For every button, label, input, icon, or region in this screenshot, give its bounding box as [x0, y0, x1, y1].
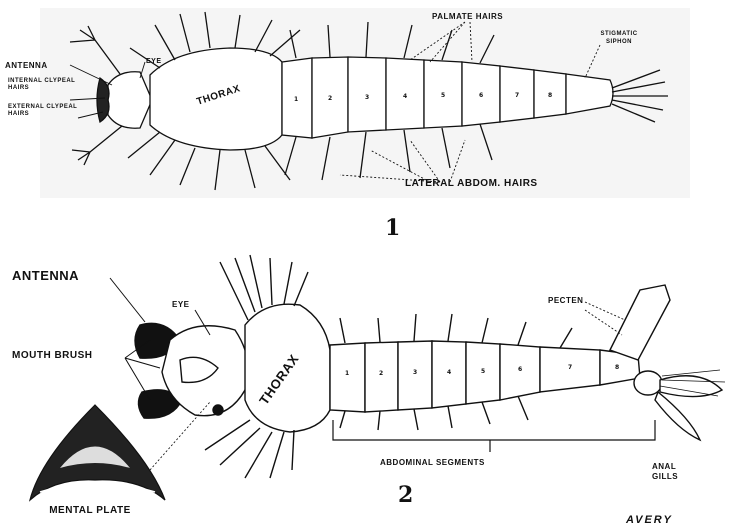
fig2-seg-8: 8: [615, 364, 620, 371]
fig1-seg-2: 2: [328, 95, 333, 102]
fig1-seg-5: 5: [441, 92, 446, 99]
fig1-internal-clypeal-label: INTERNAL CLYPEAL HAIRS: [8, 78, 88, 92]
fig2-mouth-brush-label: MOUTH BRUSH: [12, 350, 93, 361]
fig1-eye-label: EYE: [146, 58, 162, 65]
fig2-seg-6: 6: [518, 366, 523, 373]
fig1-stigmatic-siphon-label: STIGMATIC SIPHON: [590, 30, 648, 46]
fig1-seg-7: 7: [515, 92, 520, 99]
fig2-seg-3: 3: [413, 369, 418, 376]
fig2-eye-label: EYE: [172, 300, 190, 309]
fig2-siphon: [610, 285, 670, 360]
fig1-external-clypeal-label: EXTERNAL CLYPEAL HAIRS: [8, 104, 88, 118]
mental-plate: [30, 405, 165, 500]
fig2-seg-5: 5: [481, 368, 486, 375]
figure2-number: 2: [398, 482, 414, 508]
figure1-number: 1: [385, 215, 401, 241]
fig2-antenna-label: ANTENNA: [12, 268, 79, 283]
fig1-seg-4: 4: [403, 93, 408, 100]
fig1-antenna-label: ANTENNA: [5, 61, 48, 70]
fig2-seg-7: 7: [568, 364, 573, 371]
fig1-seg-6: 6: [479, 92, 484, 99]
fig2-anal-gills-label: ANAL GILLS: [652, 462, 692, 482]
fig1-clypeal-brush: [97, 78, 109, 122]
fig2-mental-plate-label: MENTAL PLATE: [40, 505, 140, 516]
fig2-seg-1: 1: [345, 370, 350, 377]
fig1-seg-8: 8: [548, 92, 553, 99]
figure2-larva: [110, 255, 725, 478]
fig1-seg-3: 3: [365, 94, 370, 101]
fig2-pecten-label: PECTEN: [548, 296, 583, 305]
fig2-seg-2: 2: [379, 370, 384, 377]
fig1-lateral-abdom-hairs-label: LATERAL ABDOM. HAIRS: [405, 178, 538, 189]
fig2-seg-4: 4: [447, 369, 452, 376]
fig1-palmate-hairs-label: PALMATE HAIRS: [432, 12, 503, 21]
fig2-abdominal-segments-label: ABDOMINAL SEGMENTS: [380, 458, 485, 467]
fig1-seg-1: 1: [294, 96, 299, 103]
artist-signature: AVERY: [626, 514, 673, 526]
